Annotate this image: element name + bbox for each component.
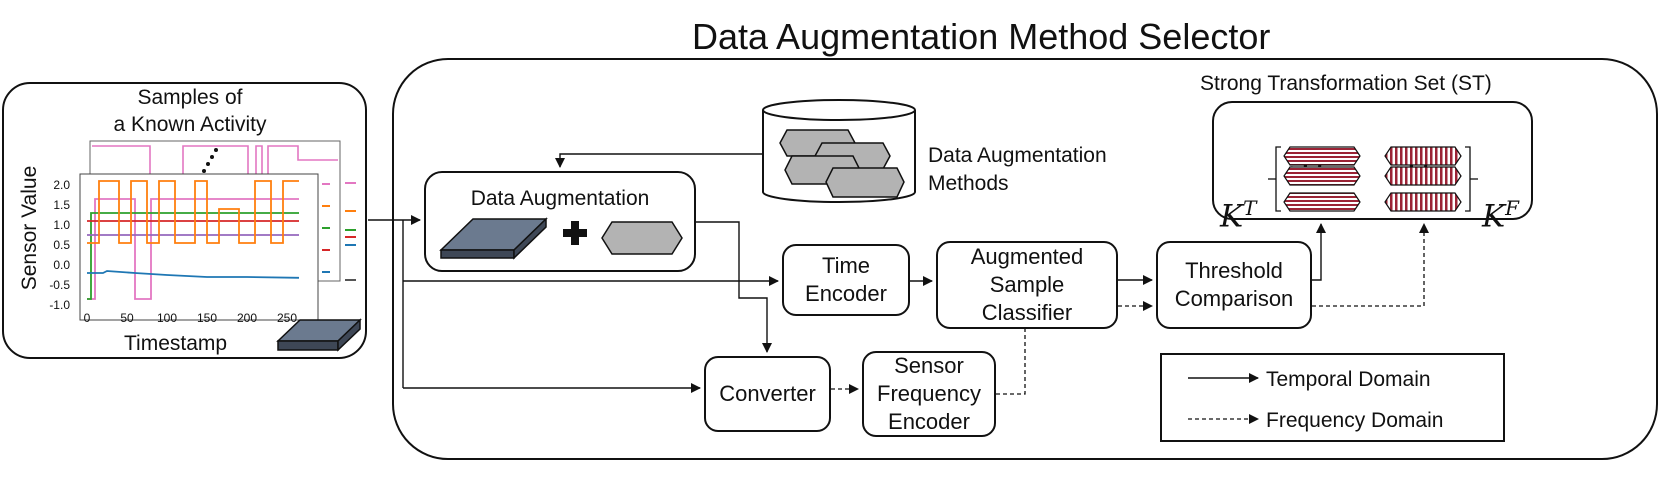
st-t-hexagons bbox=[1283, 146, 1361, 212]
series-line bbox=[87, 180, 299, 244]
selector-container bbox=[392, 58, 1658, 460]
series-line bbox=[87, 198, 299, 300]
legend-frequency-label: Frequency Domain bbox=[1266, 409, 1444, 432]
stack-dot bbox=[210, 155, 214, 159]
augment-hexagon-icon bbox=[601, 221, 683, 255]
k-f-base: K bbox=[1482, 198, 1506, 235]
augment-slab-icon bbox=[439, 217, 548, 260]
db-hexagon-stack bbox=[779, 129, 905, 198]
diagram-title: Data Augmentation Method Selector bbox=[692, 16, 1271, 57]
x-tick-label: 0 bbox=[83, 311, 91, 325]
st-f-hexagons bbox=[1384, 146, 1462, 212]
legend-temporal-label: Temporal Domain bbox=[1266, 368, 1431, 391]
y-tick-label: -1.0 bbox=[49, 298, 70, 312]
x-tick-label: 150 bbox=[196, 311, 218, 325]
y-tick-label: 1.0 bbox=[53, 218, 70, 232]
plus-icon bbox=[563, 221, 587, 245]
data-augmentation-label: Data Augmentation bbox=[470, 187, 650, 210]
frequency-connectors bbox=[831, 223, 1429, 424]
y-tick-label: 1.5 bbox=[53, 198, 70, 212]
x-tick-label: 100 bbox=[156, 311, 178, 325]
samples-x-label: Timestamp bbox=[124, 332, 228, 355]
temporal-connectors bbox=[368, 153, 1326, 393]
y-tick-label: 0.5 bbox=[53, 238, 70, 252]
x-tick-label: 250 bbox=[276, 311, 298, 325]
k-t-sup: T bbox=[1243, 196, 1257, 220]
st-title: Strong Transformation Set (ST) bbox=[1200, 72, 1492, 95]
sample-slab-icon bbox=[276, 318, 362, 352]
y-tick-label: 2.0 bbox=[53, 178, 70, 192]
k-f-sup: F bbox=[1505, 196, 1520, 220]
x-tick-label: 50 bbox=[120, 311, 134, 325]
k-f-label: KF bbox=[1482, 160, 1519, 234]
stack-dot bbox=[202, 169, 206, 173]
y-tick-label: -0.5 bbox=[49, 278, 70, 292]
samples-container bbox=[2, 82, 367, 359]
legend-box bbox=[1160, 353, 1505, 442]
series-line bbox=[87, 270, 300, 279]
converter-block: Converter bbox=[704, 356, 831, 432]
x-tick-label: 200 bbox=[236, 311, 258, 325]
st-box bbox=[1212, 101, 1533, 220]
time-encoder-block: Time Encoder bbox=[782, 244, 910, 316]
threshold-comparison-block: Threshold Comparison bbox=[1156, 241, 1312, 329]
stack-dot bbox=[214, 148, 218, 152]
k-t-base: K bbox=[1220, 198, 1244, 235]
y-tick-label: 0.0 bbox=[53, 258, 70, 272]
k-t-label: KT bbox=[1220, 160, 1257, 234]
db-label: Data Augmentation Methods bbox=[928, 144, 1107, 195]
stack-dot bbox=[206, 162, 210, 166]
sensor-frequency-encoder-block: Sensor Frequency Encoder bbox=[862, 351, 996, 437]
augmented-sample-classifier-block: Augmented Sample Classifier bbox=[936, 241, 1118, 329]
st-brackets bbox=[1268, 146, 1478, 212]
samples-title: Samples of a Known Activity bbox=[113, 86, 267, 136]
